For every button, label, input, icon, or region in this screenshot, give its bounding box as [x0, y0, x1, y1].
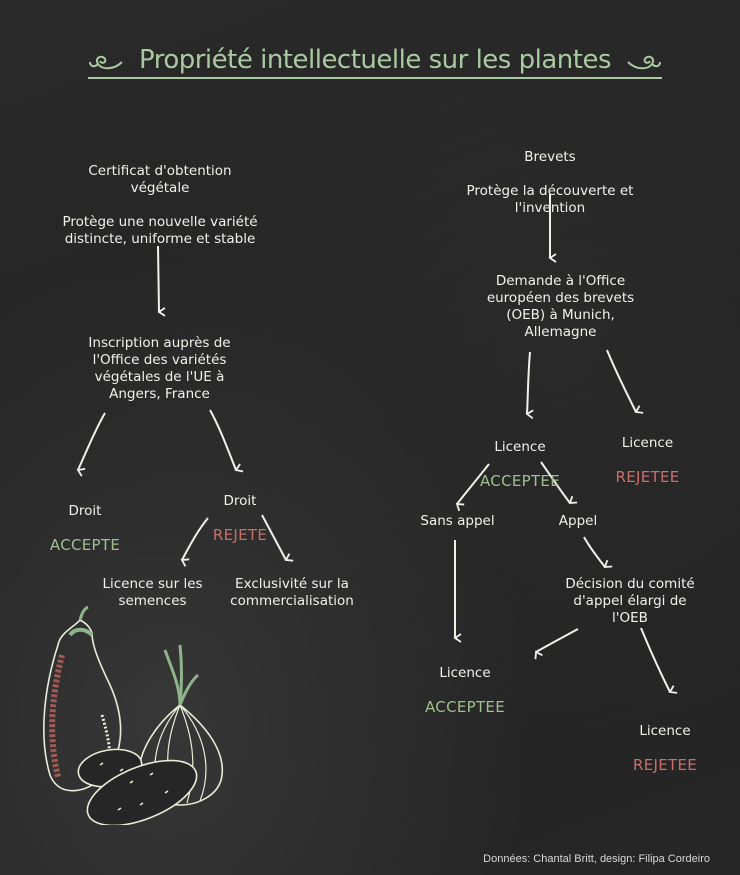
droit-accepte-label: Droit	[68, 503, 102, 519]
licence-acceptee-label: Licence	[494, 439, 546, 455]
arrow-appel-to-decision	[583, 536, 613, 568]
node-appel: Appel	[558, 513, 598, 529]
certificat-title: Certificat d'obtention végétale	[88, 163, 232, 196]
arrow-demande-to-rejetee	[606, 349, 644, 414]
licence-rejetee-status: REJETEE	[615, 468, 680, 486]
node-final-licence-rejetee: Licence REJETEE	[610, 706, 720, 791]
vegetables-illustration	[43, 605, 224, 825]
droit-rejete-status: REJETE	[212, 526, 268, 544]
node-sans-appel: Sans appel	[420, 513, 495, 529]
right-swirl-ornament	[627, 55, 661, 70]
arrow-acceptee-to-sans-appel	[455, 463, 490, 512]
node-droit-rejete: Droit REJETE	[185, 476, 295, 561]
brevets-description: Protège la découverte et l'invention	[466, 183, 634, 216]
title-container: Propriété intellectuelle sur les plantes	[88, 40, 662, 80]
final-rejetee-label: Licence	[639, 723, 691, 739]
node-demande-oeb: Demande à l'Office européen des brevets …	[486, 273, 635, 340]
droit-rejete-label: Droit	[223, 493, 257, 509]
arrow-inscription-to-accepte	[76, 412, 106, 477]
arrow-certificat-to-inscription	[157, 245, 166, 317]
node-decision-comite: Décision du comité d'appel élargi de l'O…	[565, 576, 695, 626]
title-underline	[88, 77, 662, 79]
final-rejetee-status: REJETEE	[632, 756, 698, 774]
final-acceptee-status: ACCEPTEE	[425, 698, 505, 716]
node-licence-acceptee: Licence ACCEPTEE	[460, 422, 580, 507]
droit-accepte-status: ACCEPTE	[49, 536, 121, 554]
arrow-rejete-to-exclusivite	[261, 514, 294, 562]
node-licence-semences: Licence sur les semences	[102, 576, 203, 609]
node-brevets: Brevets Protège la découverte et l'inven…	[430, 132, 670, 234]
left-swirl-ornament	[89, 55, 123, 70]
potato-icon	[77, 748, 198, 825]
final-acceptee-label: Licence	[439, 665, 491, 681]
certificat-description: Protège une nouvelle variété distincte, …	[62, 214, 258, 247]
node-droit-accepte: Droit ACCEPTE	[30, 486, 140, 571]
arrow-inscription-to-rejete	[209, 409, 244, 473]
page-title: Propriété intellectuelle sur les plantes	[138, 45, 612, 75]
arrow-rejete-to-semences	[180, 517, 209, 567]
node-inscription: Inscription auprès de l'Office des varié…	[88, 335, 231, 402]
licence-rejetee-label: Licence	[621, 435, 674, 451]
credit-text: Données: Chantal Britt, design: Filipa C…	[483, 853, 710, 865]
node-final-licence-acceptee: Licence ACCEPTEE	[405, 648, 525, 733]
node-licence-rejetee: Licence REJETEE	[595, 418, 700, 503]
arrow-demande-to-acceptee	[525, 351, 534, 420]
node-certificat: Certificat d'obtention végétale Protège …	[60, 146, 260, 265]
arrow-decision-to-acceptee	[534, 628, 579, 660]
arrow-decision-to-rejetee	[640, 627, 678, 694]
arrow-acceptee-to-appel	[540, 461, 578, 504]
brevets-title: Brevets	[524, 149, 576, 165]
node-exclusivite: Exclusivité sur la commercialisation	[230, 576, 354, 609]
licence-acceptee-status: ACCEPTEE	[480, 472, 560, 490]
